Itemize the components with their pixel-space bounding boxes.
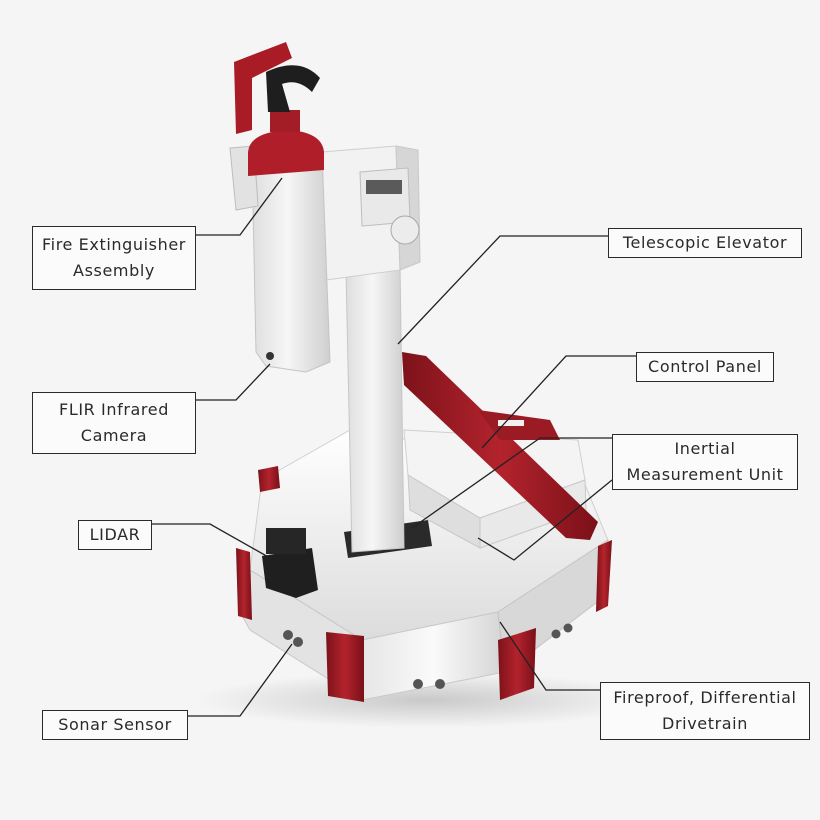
- extinguisher-nozzle: [266, 65, 320, 112]
- elevator-pivot: [390, 215, 420, 245]
- leader-fire-extinguisher: [196, 177, 283, 236]
- label-telescopic-elevator: Telescopic Elevator: [608, 228, 802, 258]
- label-line: Inertial: [674, 439, 736, 458]
- bumper-back: [258, 466, 280, 492]
- leader-drivetrain: [499, 621, 600, 691]
- extinguisher-body: [251, 151, 331, 373]
- bumper-right: [596, 540, 612, 612]
- label-fireproof-differential-drivetrain: Fireproof, Differential Drivetrain: [600, 682, 810, 740]
- label-line: Fire Extinguisher: [42, 235, 186, 254]
- bumper-left: [236, 548, 252, 620]
- leader-lidar: [152, 523, 271, 559]
- label-line: Measurement Unit: [626, 465, 784, 484]
- extinguisher-cap: [248, 130, 324, 176]
- sonar-hole: [551, 629, 561, 639]
- bumper-front-right: [498, 628, 536, 700]
- label-inertial-measurement-unit: Inertial Measurement Unit: [612, 434, 798, 490]
- camera-lens: [266, 352, 274, 360]
- label-line: Sonar Sensor: [58, 715, 172, 734]
- elevator-bracket: [366, 180, 402, 194]
- elevator-column: [345, 264, 405, 553]
- control-panel-slot: [498, 420, 524, 426]
- extinguisher-neck: [270, 110, 300, 132]
- leader-telescopic-elevator: [397, 235, 608, 345]
- sonar-hole: [413, 679, 423, 689]
- sonar-hole: [435, 679, 445, 689]
- sonar-hole: [283, 630, 293, 640]
- label-sonar-sensor: Sonar Sensor: [42, 710, 188, 740]
- leader-sonar: [188, 643, 293, 717]
- label-line: Control Panel: [648, 357, 762, 376]
- leader-flir: [196, 363, 271, 401]
- label-control-panel: Control Panel: [636, 352, 774, 382]
- label-lidar: LIDAR: [78, 520, 152, 550]
- leader-control-panel: [481, 355, 636, 449]
- ground-shadow: [195, 672, 655, 728]
- sonar-hole: [563, 623, 573, 633]
- control-panel-arm: [402, 352, 598, 540]
- bumper-front-left: [326, 632, 364, 702]
- label-line: Telescopic Elevator: [622, 233, 788, 252]
- label-fire-extinguisher-assembly: Fire Extinguisher Assembly: [32, 226, 196, 290]
- extinguisher-lever: [234, 42, 292, 134]
- leader-imu-b: [477, 479, 613, 561]
- lidar-base: [262, 548, 318, 598]
- leader-imu: [411, 437, 612, 529]
- label-line: LIDAR: [89, 525, 141, 544]
- label-line: FLIR Infrared: [59, 400, 169, 419]
- label-line: Fireproof, Differential: [613, 688, 797, 707]
- label-line: Camera: [80, 426, 148, 445]
- label-flir-infrared-camera: FLIR Infrared Camera: [32, 392, 196, 454]
- lidar-dome: [266, 528, 306, 554]
- label-line: Assembly: [73, 261, 155, 280]
- sonar-hole: [293, 637, 303, 647]
- label-line: Drivetrain: [662, 714, 748, 733]
